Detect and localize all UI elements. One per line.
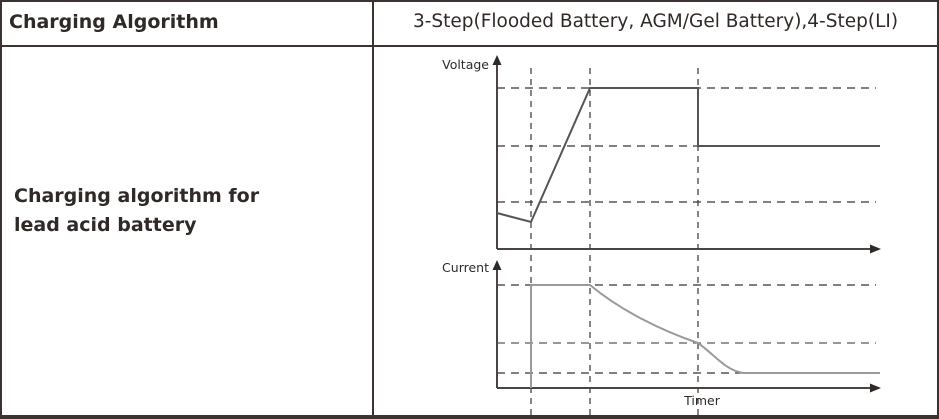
voltage-x-arrow-icon [870, 244, 881, 254]
current-chart: Current Timer [442, 260, 881, 408]
voltage-axis-label: Voltage [442, 57, 489, 72]
phase-boundaries [530, 68, 699, 415]
header-value: 3-Step(Flooded Battery, AGM/Gel Battery)… [412, 11, 899, 32]
table-border-bottom [0, 415, 939, 419]
voltage-chart: Voltage [442, 55, 881, 254]
row-label: Charging algorithm for lead acid battery [14, 182, 259, 240]
column-divider [372, 0, 374, 419]
current-axis-label: Current [442, 260, 489, 275]
header-label: Charging Algorithm [9, 11, 219, 33]
row-label-line-1: Charging algorithm for [14, 185, 260, 207]
table-border-top [0, 0, 939, 2]
voltage-y-arrow-icon [492, 55, 502, 65]
table-border-left [0, 0, 2, 419]
row-divider [0, 45, 939, 47]
voltage-curve [496, 87, 880, 224]
current-x-arrow-icon [870, 383, 881, 393]
table-border-right [937, 0, 939, 419]
current-curve [530, 284, 880, 388]
current-y-arrow-icon [492, 260, 502, 270]
timer-axis-label: Timer [683, 393, 721, 408]
row-label-line-2: lead acid battery [14, 214, 197, 236]
